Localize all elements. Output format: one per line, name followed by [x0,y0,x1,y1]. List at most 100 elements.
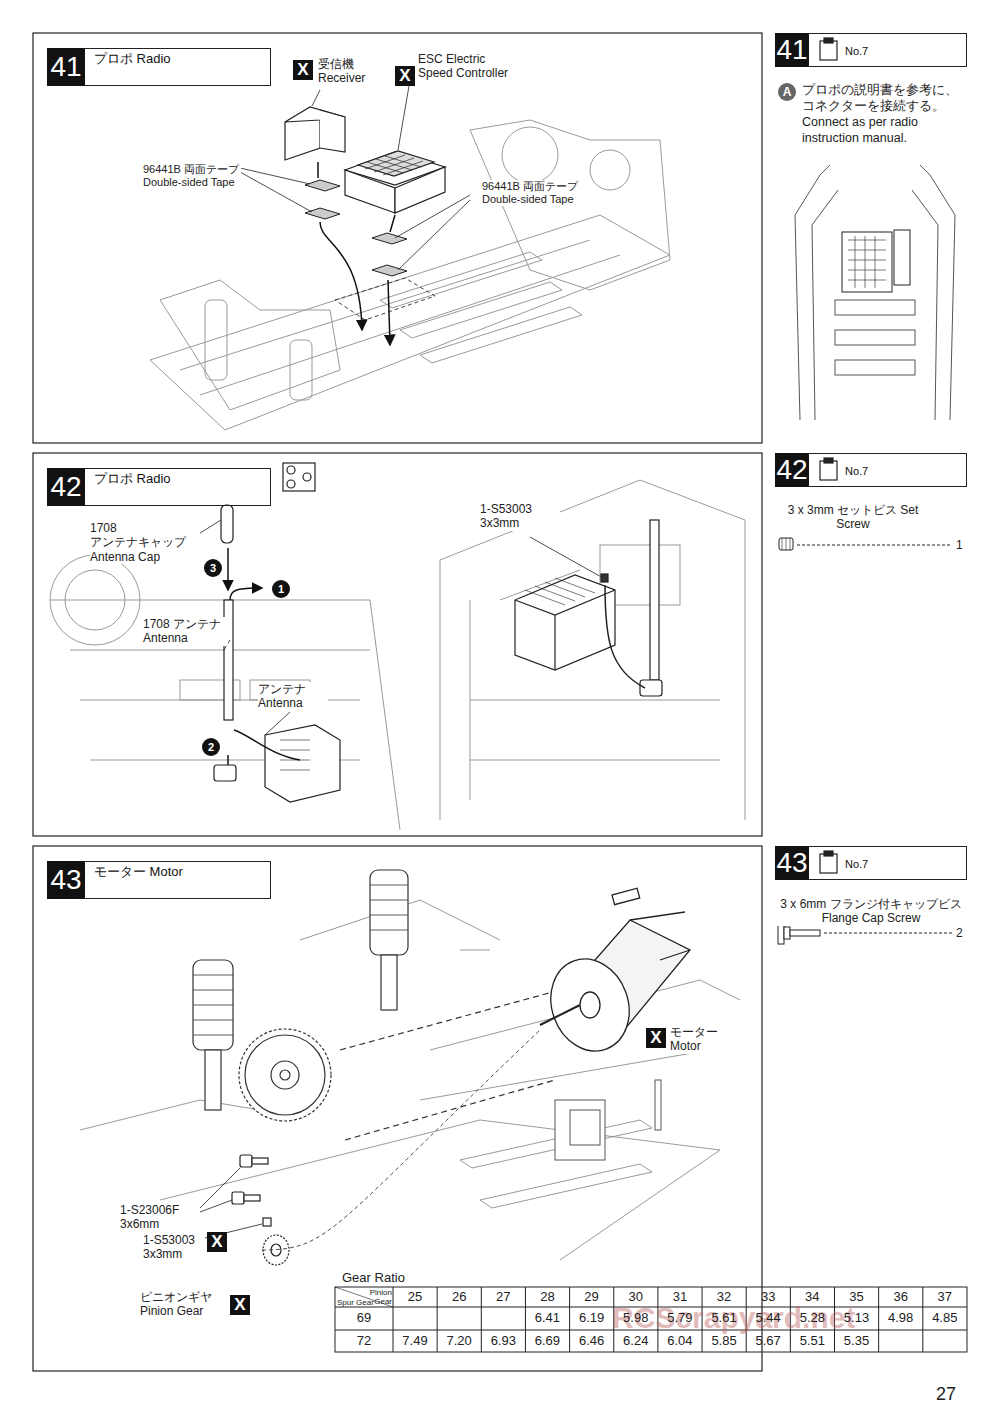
side-chassis-41-part [835,360,915,375]
table-header: 25 [393,1289,437,1305]
chassis-43-part [160,980,740,1260]
chassis-43-part [555,1100,605,1160]
table-header: 33 [746,1289,790,1305]
screws-pinion-part [263,1235,289,1265]
table-cell: 5.67 [746,1333,790,1349]
motor-part [612,888,640,904]
leader-lines-41-part [312,90,320,106]
screws-pinion-part [252,1158,268,1164]
leader-lines-41 [240,80,470,270]
step-title-box: 41 プロポ Radio [47,48,271,86]
manual-icons-part [820,461,837,480]
part-name: 1-S53003 3x3mm [480,502,560,531]
table-cell: 6.04 [658,1333,702,1349]
esc-42-right-part [601,574,608,582]
leader-lines-41-part [240,168,312,212]
part-spec: 3 x 3mm セットビス Set Screw [778,503,928,532]
receiver [285,107,345,160]
esc-42-right-part [525,578,595,605]
table-cell: 72 [335,1333,393,1349]
shocks-part [193,975,233,1035]
panel-frames-part [33,453,762,836]
chassis-41-part [290,340,312,400]
esc-42-right-part [515,590,615,615]
spur-gear-part [280,1070,290,1080]
spur-gear [239,990,560,1140]
spur-gear-part [239,1029,331,1121]
page-number: 27 [936,1384,956,1406]
table-cell: 5.98 [614,1310,658,1326]
screws-pinion-part [240,1155,252,1167]
shocks-part [370,870,408,955]
table-header: 27 [481,1289,525,1305]
manual-icons-part [824,38,833,43]
esc-part [358,151,434,176]
step-title-box: 42プロポ Radio [47,468,271,506]
esc-42-right-part [640,680,662,696]
table-header: 35 [835,1289,879,1305]
leader-lines-41-part [395,195,470,270]
chassis-42-left-part [50,555,140,645]
parts-header-box: 42No.7 [775,453,967,487]
chassis-42-right [440,480,745,820]
antenna [214,505,340,802]
table-cell: 69 [335,1310,393,1326]
screws-pinion-part [244,1195,260,1201]
antenna-wires-42-part [227,548,229,590]
shocks-part [381,955,397,1010]
side-chassis-41-part [894,230,910,285]
leader-lines-43 [200,1030,540,1250]
side-chassis-41-part [812,190,938,420]
step-title: プロポ Radio [94,51,184,67]
part-name: 1-S23006F 3x6mm [120,1203,198,1232]
side-parts-icons-part [779,538,793,550]
table-title: Gear Ratio [342,1270,405,1286]
antenna-part [214,765,236,781]
table-cell: 5.85 [702,1333,746,1349]
panel-frames [33,33,762,1371]
manual-icons-part [287,466,295,474]
callout-number: 3 [204,559,222,577]
gear-table-grid-part [335,1287,393,1307]
step-number: 43 [47,861,85,899]
arrows-wires-41 [318,162,395,345]
manual-icons-part [824,851,833,856]
step-number: 41 [47,48,85,86]
part-name: 96441B 両面テープ Double-sided Tape [482,180,580,206]
screws-pinion-part [263,1218,271,1226]
table-cell: 6.19 [570,1310,614,1326]
chassis-43-part [570,1110,600,1145]
table-cell: 4.98 [879,1310,923,1326]
part-name: ピニオンギヤ Pinion Gear [140,1290,225,1319]
table-header: 30 [614,1289,658,1305]
spur-gear-part [340,990,560,1140]
step-number: 42 [775,453,809,487]
tapes-41-part [305,208,340,219]
manual-icons-part [303,473,311,481]
side-chassis-41-part [848,236,886,288]
note-marker: A [778,83,796,101]
manual-page-ref: No.7 [845,43,868,59]
instruction-note: プロポの説明書を参考に、コネクターを接続する。 Connect as per r… [802,82,964,146]
shocks-part [205,1050,221,1110]
motor-part [580,992,600,1018]
table-header: 32 [702,1289,746,1305]
step-title: プロポ Radio [94,471,184,487]
callout-number: 2 [202,738,220,756]
side-parts-icons-part [782,538,790,550]
table-header: 34 [790,1289,834,1305]
chassis-41-part [160,280,340,410]
chassis-42-right-part [470,700,720,760]
x-mark: X [293,60,313,80]
manual-icons-part [283,463,315,491]
tapes-41-part [372,233,407,244]
side-parts-icons-part [790,930,820,936]
antenna-wires-42-part [230,588,262,600]
receiver-part [320,110,345,152]
tapes-41-part [305,180,340,191]
quantity: 1 [956,538,963,552]
manual-icons [283,38,837,873]
table-cell: 6.24 [614,1333,658,1349]
